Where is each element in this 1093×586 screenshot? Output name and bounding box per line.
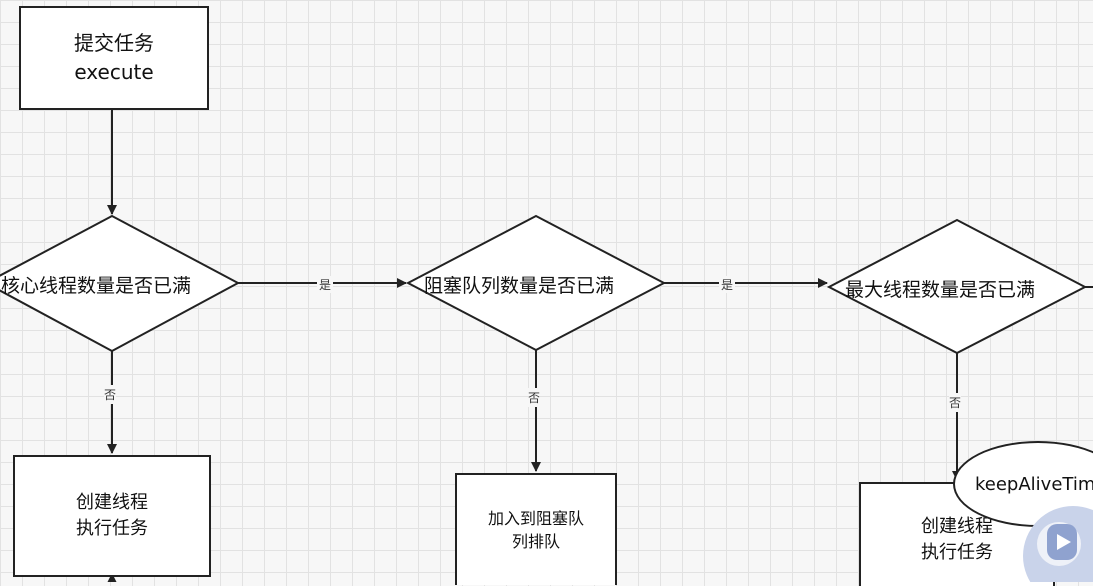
edge-label-max-no: 否: [949, 393, 962, 412]
create-thread-label-2: 创建线程: [921, 516, 993, 537]
enqueue-label-2: 列排队: [511, 532, 560, 551]
max-check-label: 最大线程数量是否已满: [845, 279, 1036, 301]
submit-task-method: execute: [74, 60, 154, 84]
edge-label-core-no: 否: [104, 385, 117, 404]
enqueue-box: 加入到阻塞队 列排队: [455, 473, 617, 585]
edge-label-core-yes: 是: [317, 276, 334, 293]
create-thread-box-1: 创建线程 执行任务: [13, 455, 211, 577]
avatar: [1015, 490, 1093, 582]
keepalive-text: keepAliveTime: [975, 473, 1093, 495]
submit-task-label: 提交任务: [74, 31, 154, 55]
submit-task-box: 提交任务 execute: [19, 6, 209, 110]
enqueue-label-1: 加入到阻塞队: [487, 508, 584, 528]
core-check-label: 核心线程数量是否已满: [1, 275, 192, 297]
execute-task-label-1: 执行任务: [76, 518, 148, 539]
execute-task-label-2: 执行任务: [921, 542, 993, 564]
create-thread-label-1: 创建线程: [76, 491, 148, 513]
edge-label-queue-yes: 是: [719, 276, 736, 293]
edge-label-queue-no: 否: [528, 388, 541, 407]
queue-check-label: 阻塞队列数量是否已满: [424, 275, 615, 297]
